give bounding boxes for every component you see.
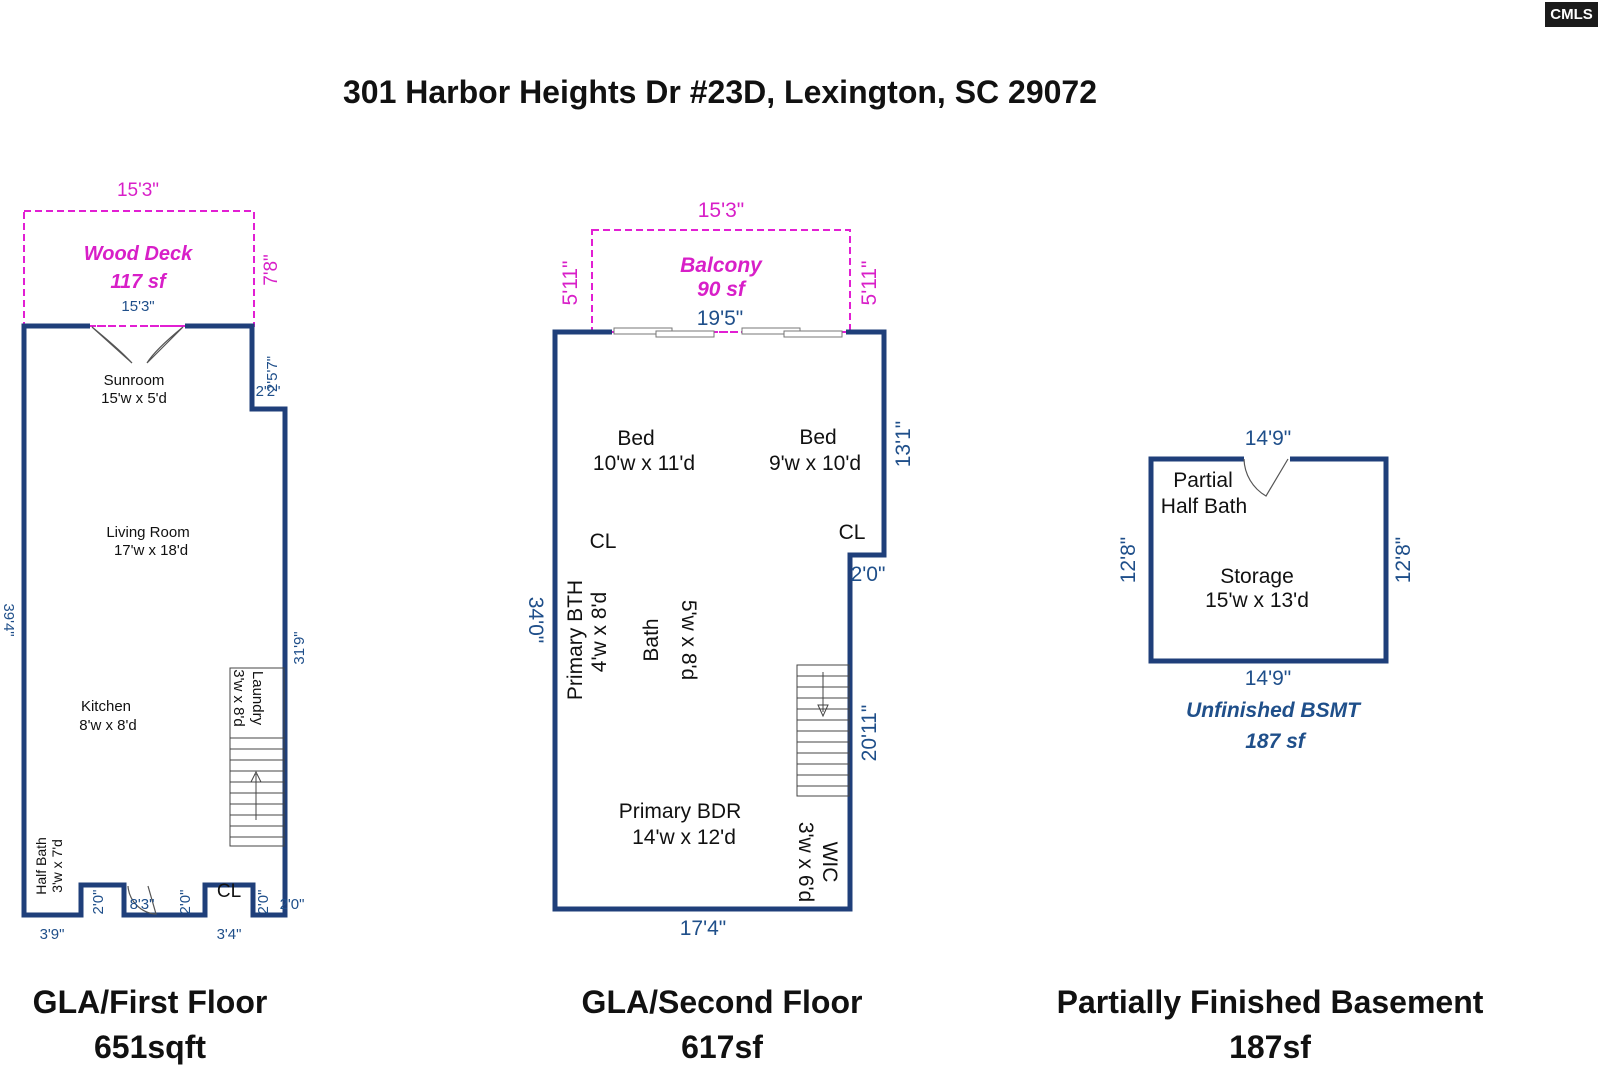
balcony-area: 90 sf bbox=[697, 278, 747, 301]
bed2-size: 9'w x 10'd bbox=[769, 452, 861, 475]
kitchen-size: 8'w x 8'd bbox=[79, 717, 136, 734]
deck-depth-dim: 7'8" bbox=[261, 254, 282, 286]
deck-area: 117 sf bbox=[110, 271, 168, 293]
bed1-size: 10'w x 11'd bbox=[593, 452, 695, 475]
half-bath-name: Half Bath bbox=[33, 837, 49, 895]
first-nook-dim-3: 2'0" bbox=[255, 890, 272, 915]
second-closet-2: CL bbox=[839, 521, 866, 544]
second-floor-stairs bbox=[796, 664, 850, 797]
sliding-doors bbox=[613, 327, 843, 338]
primary-bath-size: 4'w x 8'd bbox=[588, 592, 611, 672]
living-room-size: 17'w x 18'd bbox=[114, 542, 188, 559]
first-bottom-left-dim: 3'9" bbox=[40, 926, 65, 943]
second-right-upper-dim: 13'1" bbox=[892, 421, 915, 468]
living-room-name: Living Room bbox=[106, 524, 189, 541]
balcony-left-dim: 5'11" bbox=[559, 261, 582, 306]
basement-area: 187sf bbox=[1229, 1029, 1311, 1065]
sunroom-double-door bbox=[91, 326, 184, 364]
first-notch-top-dim: 2'5'7" bbox=[264, 356, 281, 392]
first-floor-area: 651sqft bbox=[94, 1029, 206, 1065]
first-bottom-mid-dim: 8'3" bbox=[130, 896, 155, 913]
first-notch-side-dim: 2'2" bbox=[256, 383, 281, 400]
second-right-lower-dim: 20'11" bbox=[858, 705, 881, 762]
storage-size: 15'w x 13'd bbox=[1205, 589, 1309, 612]
cmls-logo: CMLS bbox=[1545, 2, 1598, 27]
sunroom-name: Sunroom bbox=[104, 372, 165, 389]
unfinished-note-area: 187 sf bbox=[1245, 730, 1307, 753]
bath-size: 5'w x 8'd bbox=[677, 600, 700, 680]
bath-name: Bath bbox=[640, 618, 663, 661]
first-floor-label: GLA/First Floor bbox=[33, 984, 268, 1020]
balcony-right-dim: 5'11" bbox=[858, 261, 881, 306]
primary-bdr-name: Primary BDR bbox=[619, 800, 742, 823]
first-floor-stairs bbox=[229, 667, 285, 847]
first-nook-dim-4: 2'0" bbox=[280, 896, 305, 913]
second-bottom-dim: 17'4" bbox=[680, 917, 727, 940]
basement-top-dim: 14'9" bbox=[1245, 427, 1292, 450]
basement-walls bbox=[1148, 456, 1389, 664]
entry-door bbox=[127, 885, 157, 915]
basement-left-dim: 12'8" bbox=[1117, 537, 1140, 584]
bed1-name: Bed bbox=[617, 427, 654, 450]
second-notch-dim: 2'0" bbox=[851, 563, 886, 586]
address-title: 301 Harbor Heights Dr #23D, Lexington, S… bbox=[343, 74, 1097, 110]
half-bath-door bbox=[1243, 458, 1289, 497]
sunroom-size: 15'w x 5'd bbox=[101, 390, 167, 407]
deck-inner-width-dim: 15'3" bbox=[121, 298, 154, 315]
kitchen-name: Kitchen bbox=[81, 698, 131, 715]
wic-name: WIC bbox=[818, 842, 841, 883]
second-floor-walls bbox=[552, 329, 887, 912]
first-left-dim: 39'4" bbox=[0, 603, 17, 636]
second-floor-area: 617sf bbox=[681, 1029, 763, 1065]
basement-label: Partially Finished Basement bbox=[1057, 984, 1484, 1020]
second-closet-1: CL bbox=[590, 530, 617, 553]
first-bottom-right-dim: 3'4" bbox=[217, 926, 242, 943]
first-floor-walls bbox=[21, 323, 288, 918]
balcony-width-dim: 15'3" bbox=[698, 199, 745, 222]
first-floor-closet: CL bbox=[217, 881, 241, 902]
laundry-size: 3'w x 8'd bbox=[230, 669, 247, 726]
deck-name: Wood Deck bbox=[84, 243, 193, 265]
basement-right-dim: 12'8" bbox=[1392, 537, 1415, 584]
partial-half-bath-line1: Partial bbox=[1173, 469, 1233, 492]
half-bath-size: 3'w x 7'd bbox=[49, 839, 65, 893]
bed2-name: Bed bbox=[799, 426, 836, 449]
basement-plan: 14'9" 14'9" 12'8" 12'8" Partial Half Bat… bbox=[1057, 427, 1484, 1065]
storage-name: Storage bbox=[1220, 565, 1294, 588]
first-nook-dim-2: 2'0" bbox=[177, 890, 194, 915]
deck-width-dim: 15'3" bbox=[117, 180, 159, 201]
first-floor-plan: 15'3" Wood Deck 117 sf 15'3" 7'8" Sunroo… bbox=[0, 180, 308, 1065]
basement-bottom-dim: 14'9" bbox=[1245, 667, 1292, 690]
primary-bath-name: Primary BTH bbox=[564, 580, 587, 700]
primary-bdr-size: 14'w x 12'd bbox=[632, 826, 736, 849]
laundry-name: Laundry bbox=[249, 671, 266, 726]
second-floor-label: GLA/Second Floor bbox=[582, 984, 863, 1020]
first-nook-dim-1: 2'0" bbox=[90, 890, 107, 915]
wood-deck bbox=[23, 210, 255, 327]
second-left-dim: 34'0" bbox=[524, 597, 547, 644]
wic-size: 3'w x 6'd bbox=[794, 822, 817, 902]
balcony-name: Balcony bbox=[680, 254, 763, 277]
unfinished-note-name: Unfinished BSMT bbox=[1186, 699, 1362, 722]
second-top-dim: 19'5" bbox=[697, 307, 744, 330]
partial-half-bath-line2: Half Bath bbox=[1161, 495, 1247, 518]
second-floor-plan: 15'3" Balcony 90 sf 5'11" 5'11" bbox=[524, 199, 915, 1065]
balcony bbox=[591, 229, 851, 333]
first-right-dim: 31'9" bbox=[291, 631, 308, 664]
